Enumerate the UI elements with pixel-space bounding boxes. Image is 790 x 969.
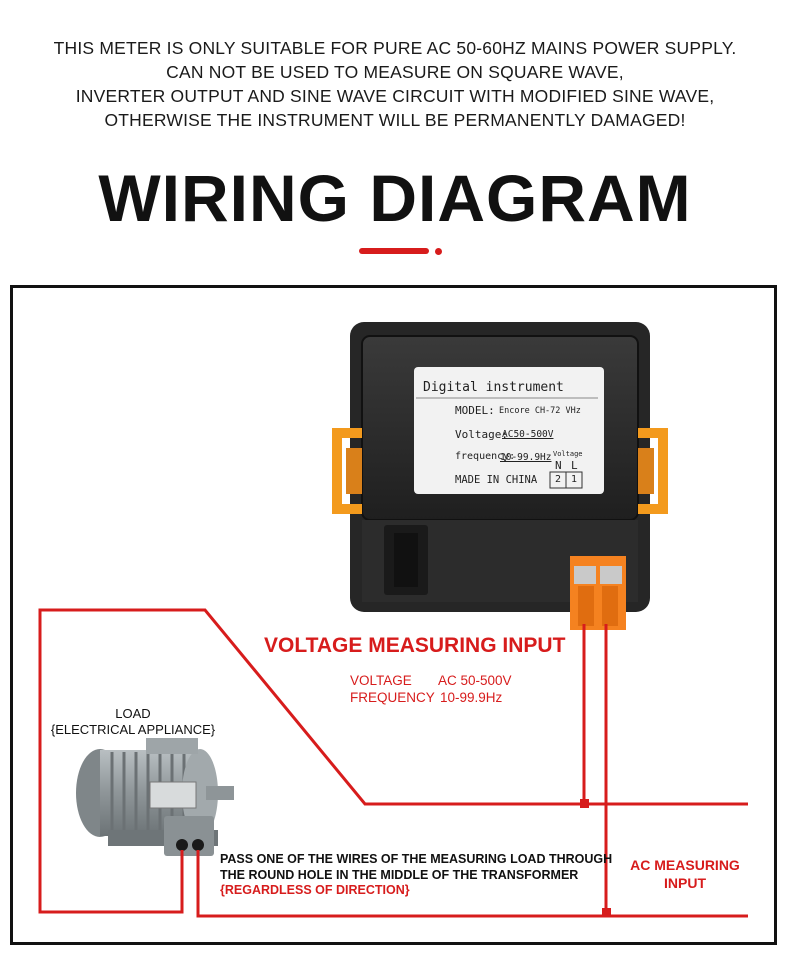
title-underline bbox=[359, 248, 429, 254]
meter-label-sticker bbox=[414, 367, 604, 494]
wires bbox=[38, 608, 748, 918]
meter-body bbox=[332, 322, 668, 630]
load-sublabel: {ELECTRICAL APPLIANCE} bbox=[50, 722, 216, 737]
note-line-3: {REGARDLESS OF DIRECTION} bbox=[220, 883, 410, 897]
meter-label-origin: MADE IN CHINA bbox=[455, 474, 538, 486]
voltage-input-heading: VOLTAGE MEASURING INPUT bbox=[264, 634, 566, 657]
meter-label-terminal-1: 1 bbox=[571, 474, 578, 485]
warning-line-3: INVERTER OUTPUT AND SINE WAVE CIRCUIT WI… bbox=[75, 86, 715, 106]
note-line-1: PASS ONE OF THE WIRES OF THE MEASURING L… bbox=[220, 852, 613, 866]
wire-load-bottom bbox=[196, 850, 748, 918]
ac-input-label-1: AC MEASURING bbox=[630, 857, 740, 873]
note-line-2: THE ROUND HOLE IN THE MIDDLE OF THE TRAN… bbox=[220, 868, 579, 882]
meter-label-terminal-l: L bbox=[571, 459, 578, 472]
load-label: LOAD bbox=[115, 706, 151, 721]
meter-label-model-value: Encore CH-72 VHz bbox=[499, 406, 581, 416]
warning-line-4: OTHERWISE THE INSTRUMENT WILL BE PERMANE… bbox=[104, 110, 686, 130]
diagram-frame bbox=[10, 285, 777, 945]
right-clip bbox=[638, 428, 668, 514]
title-underline-dot bbox=[435, 248, 442, 255]
frequency-label: FREQUENCY bbox=[350, 690, 435, 705]
ac-input-label-2: INPUT bbox=[664, 875, 706, 891]
warning-line-1: THIS METER IS ONLY SUITABLE FOR PURE AC … bbox=[53, 38, 737, 58]
meter-label-terminal-n: N bbox=[555, 459, 562, 472]
terminal-block bbox=[570, 556, 626, 630]
meter-label-model-key: MODEL: bbox=[455, 404, 495, 417]
warning-line-2: CAN NOT BE USED TO MEASURE ON SQUARE WAV… bbox=[166, 62, 624, 82]
junction-n bbox=[580, 799, 589, 808]
meter-label-terminal-caption: Voltage bbox=[553, 450, 583, 458]
meter-label-heading: Digital instrument bbox=[423, 380, 564, 395]
frequency-value: 10-99.9Hz bbox=[440, 690, 503, 705]
meter-label-voltage-value: AC50-500V bbox=[502, 429, 554, 440]
wire-load-top bbox=[38, 608, 748, 914]
voltage-label: VOLTAGE bbox=[350, 673, 412, 688]
meter-label-frequency-key: frequency: bbox=[455, 451, 516, 462]
meter-label-voltage-key: Voltage: bbox=[455, 428, 508, 441]
meter-label-terminal-2: 2 bbox=[555, 474, 562, 485]
motor bbox=[76, 738, 234, 856]
page-title: WIRING DIAGRAM bbox=[98, 161, 692, 235]
meter-label-frequency-value: 10-99.9Hz bbox=[500, 452, 552, 463]
warning-text: THIS METER IS ONLY SUITABLE FOR PURE AC … bbox=[0, 36, 790, 132]
left-clip bbox=[332, 428, 362, 514]
junction-l bbox=[602, 908, 611, 917]
voltage-value: AC 50-500V bbox=[438, 673, 512, 688]
